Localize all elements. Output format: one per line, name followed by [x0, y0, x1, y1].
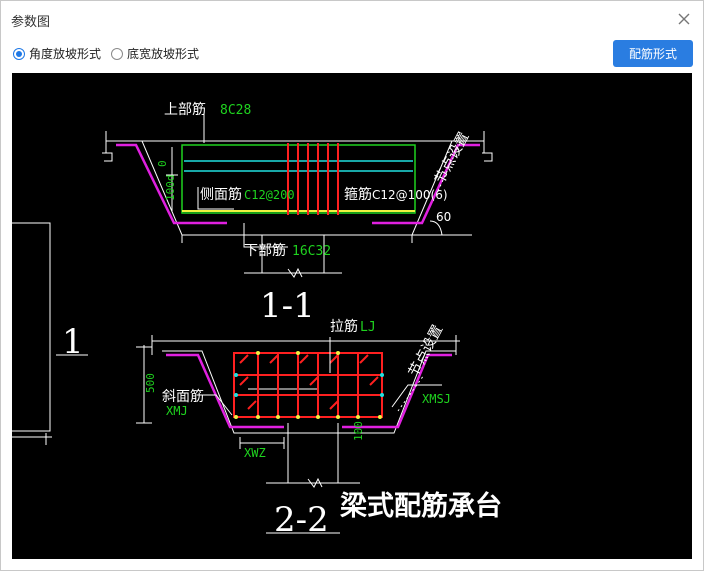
- angle-label: 60: [436, 210, 451, 224]
- dim-height: 500: [144, 373, 157, 393]
- drawing-caption: 梁式配筋承台: [340, 490, 502, 522]
- slope-rebar-label: 斜面筋: [162, 388, 204, 405]
- options-bar: 角度放坡形式 底宽放坡形式 配筋形式: [1, 39, 703, 69]
- title-bar: 参数图: [1, 1, 703, 37]
- radio-width-slope[interactable]: 底宽放坡形式: [111, 45, 199, 62]
- section-2-drawing: [136, 335, 460, 534]
- side-rebar-label: 侧面筋: [200, 186, 242, 203]
- close-icon[interactable]: [675, 10, 693, 28]
- node-setting-label-1: 节点设置: [432, 130, 472, 187]
- radio-width-slope-label: 底宽放坡形式: [127, 47, 200, 61]
- tie-label: 拉筋: [330, 318, 358, 335]
- radio-checked-icon[interactable]: [13, 47, 25, 60]
- top-rebar-value: 8C28: [220, 103, 251, 118]
- side-outline: [12, 222, 88, 445]
- tie-value: LJ: [360, 320, 376, 335]
- radio-angle-slope[interactable]: 角度放坡形式: [13, 45, 101, 62]
- dim-top: 0: [156, 160, 169, 167]
- xmsj-value: XMSJ: [422, 392, 451, 406]
- rebar-form-button[interactable]: 配筋形式: [613, 40, 693, 67]
- slope-rebar-value: XMJ: [166, 404, 188, 418]
- side-marker: 1: [62, 322, 84, 362]
- section-2-title: 2-2: [274, 500, 329, 540]
- radio-angle-slope-label: 角度放坡形式: [29, 47, 102, 61]
- stirrup-value: C12@100(6): [372, 188, 448, 202]
- dim-side: 100d: [164, 175, 177, 202]
- side-rebar-value: C12@200: [244, 188, 295, 202]
- section-1-drawing: [102, 113, 493, 390]
- bottom-rebar-value: 16C32: [292, 244, 331, 259]
- radio-unchecked-icon[interactable]: [111, 47, 123, 60]
- window-title: 参数图: [11, 15, 51, 30]
- parameter-drawing-canvas: 1: [12, 73, 692, 559]
- bottom-rebar-label: 下部筋: [244, 242, 286, 259]
- top-rebar-label: 上部筋: [164, 101, 206, 118]
- section-1-title: 1-1: [260, 286, 315, 326]
- xwz-value: XWZ: [244, 446, 266, 460]
- stirrup-label: 箍筋: [344, 186, 372, 203]
- dim-bottom: 100: [352, 421, 365, 441]
